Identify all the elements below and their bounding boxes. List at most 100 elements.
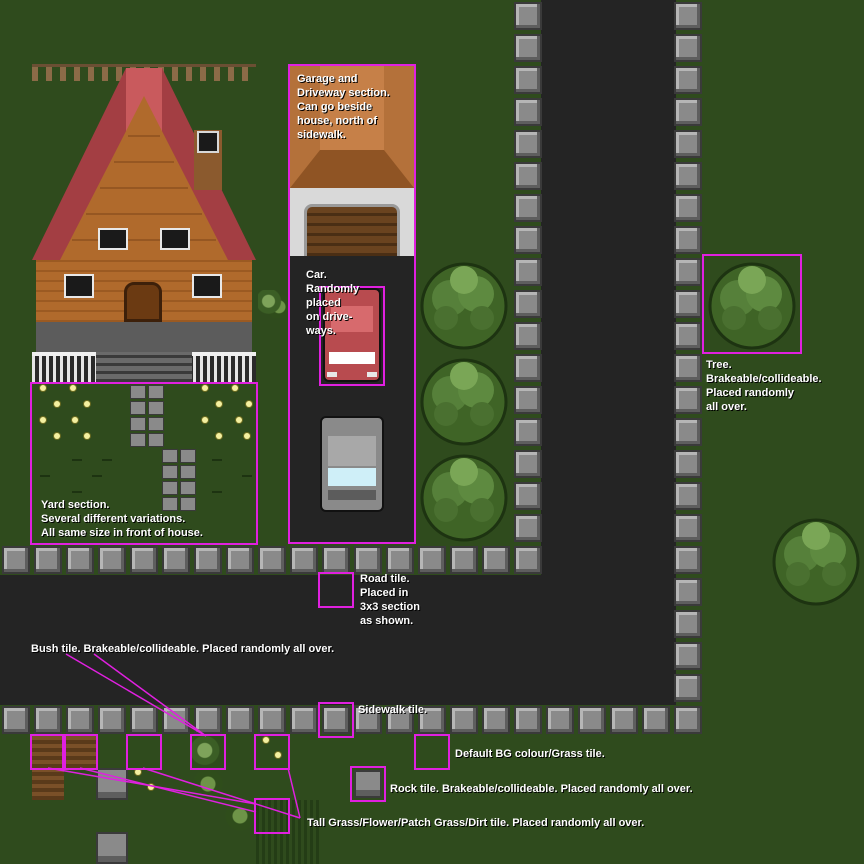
grass-tuft — [72, 453, 82, 461]
grass-annotation-box — [414, 734, 450, 770]
sidewalk-tile — [130, 706, 158, 734]
sidewalk-tile — [674, 450, 702, 478]
sidewalk-tile — [674, 2, 702, 30]
sidewalk-tile — [258, 706, 286, 734]
path-stone — [180, 465, 196, 479]
flower-sample-1 — [263, 737, 269, 743]
grass-label: Default BG colour/Grass tile. — [455, 748, 605, 760]
path-stone — [162, 449, 178, 463]
tall-grass-label: Tall Grass/Flower/Patch Grass/Dirt tile.… — [307, 817, 645, 829]
sidewalk-tile — [674, 162, 702, 190]
sidewalk-tile — [674, 482, 702, 510]
sidewalk-tile — [322, 546, 350, 574]
grass-tuft — [92, 469, 102, 477]
flower — [236, 417, 242, 423]
sidewalk-tile — [418, 546, 446, 574]
sidewalk-tile — [258, 546, 286, 574]
sidewalk-tile — [514, 258, 542, 286]
sidewalk-tile — [194, 546, 222, 574]
vertical-road — [541, 0, 676, 575]
flower-sample-2 — [275, 752, 281, 758]
flower — [232, 385, 238, 391]
rock-tile-box-sample — [354, 770, 382, 798]
car-grey — [320, 416, 384, 512]
path-stone — [148, 401, 164, 415]
flower — [202, 385, 208, 391]
path-stone — [162, 481, 178, 495]
sidewalk-tile — [2, 546, 30, 574]
sidewalk-tile — [674, 130, 702, 158]
sidewalk-tile — [514, 514, 542, 542]
sidewalk-tile — [546, 706, 574, 734]
rock-annotation-box — [350, 766, 386, 802]
porch — [36, 322, 252, 356]
sidewalk-tile — [386, 706, 414, 734]
bush-label: Bush tile. Brakeable/collideable. Placed… — [31, 643, 335, 655]
sidewalk-tile — [514, 418, 542, 446]
path-stone — [130, 417, 146, 431]
sidewalk-tile — [514, 34, 542, 62]
window-lower-right — [192, 274, 222, 298]
car-annotation-box — [319, 286, 385, 386]
sidewalk-tile — [226, 706, 254, 734]
sidewalk-tile — [514, 162, 542, 190]
yard-annotation-box — [30, 382, 258, 545]
grass-tuft — [102, 453, 112, 461]
path-stone — [180, 481, 196, 495]
sidewalk-tile — [2, 706, 30, 734]
path-stone — [180, 449, 196, 463]
car-red — [321, 288, 383, 384]
sidewalk-tile — [482, 706, 510, 734]
sidewalk-tile — [578, 706, 606, 734]
grass-tuft — [132, 523, 142, 531]
sidewalk-tile — [386, 546, 414, 574]
sidewalk-tile — [514, 66, 542, 94]
flower-sample-4 — [148, 784, 154, 790]
sidewalk-tile — [162, 706, 190, 734]
tree — [772, 518, 860, 606]
sidewalk-tile — [674, 386, 702, 414]
patch-grass-annotation-box — [126, 734, 162, 770]
sidewalk-label: Sidewalk tile. — [358, 704, 428, 716]
flower — [40, 417, 46, 423]
sidewalk-tile — [354, 546, 382, 574]
sidewalk-tile — [514, 386, 542, 414]
sidewalk-tile — [514, 354, 542, 382]
porch-steps — [96, 352, 192, 382]
sidewalk-annotation-box — [318, 702, 354, 738]
sidewalk-tile — [674, 226, 702, 254]
grass-tuft — [212, 485, 222, 493]
sidewalk-tile — [482, 546, 510, 574]
sidewalk-tile — [290, 706, 318, 734]
sidewalk-tile — [642, 706, 670, 734]
sidewalk-tile — [514, 290, 542, 318]
flower — [216, 433, 222, 439]
garage-label: Garage and Driveway section. Can go besi… — [297, 73, 390, 141]
dirt-tile-2 — [64, 736, 96, 768]
flower-annotation-box — [254, 734, 290, 770]
sidewalk-tile — [674, 194, 702, 222]
grass-tuft — [72, 485, 82, 493]
path-stone — [148, 417, 164, 431]
road-annotation-box — [318, 572, 354, 608]
sidewalk-tile — [674, 642, 702, 670]
sidewalk-tile — [290, 546, 318, 574]
path-stone — [130, 401, 146, 415]
road-label: Road tile. Placed in 3x3 section as show… — [360, 573, 420, 627]
sidewalk-tile — [674, 418, 702, 446]
sidewalk-tile — [162, 546, 190, 574]
sidewalk-tile — [514, 226, 542, 254]
tree — [420, 454, 508, 542]
sidewalk-tile — [674, 514, 702, 542]
bush-tile-sample-2 — [192, 768, 224, 800]
sidewalk-tile — [514, 194, 542, 222]
sidewalk-tile — [674, 34, 702, 62]
dirt-annotation-box-2 — [62, 734, 98, 770]
sidewalk-tile — [610, 706, 638, 734]
grass-tuft — [182, 523, 192, 531]
window-lower-left — [64, 274, 94, 298]
bush-tile-house — [258, 290, 288, 318]
sidewalk-tile — [674, 354, 702, 382]
tree — [420, 358, 508, 446]
